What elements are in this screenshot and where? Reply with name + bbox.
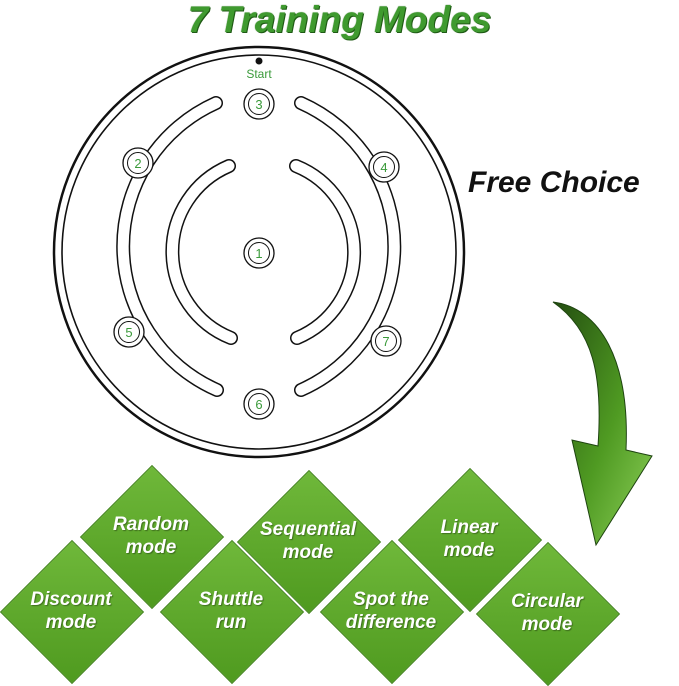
mode-random: Random mode <box>79 464 225 610</box>
mode-discount: Discount mode <box>0 539 145 685</box>
position-5-label: 5 <box>125 325 132 340</box>
mode-linear: Linear mode <box>397 467 543 613</box>
position-1: 1 <box>243 237 275 269</box>
mode-shuttle-run-label: Shuttle run <box>198 589 264 633</box>
mode-spot-the-difference-label: Spot the difference <box>345 589 437 633</box>
position-5: 5 <box>113 316 145 348</box>
mode-circular: Circular mode <box>475 541 621 686</box>
slot-outer-right-fill <box>295 97 400 396</box>
position-2-label: 2 <box>134 156 141 171</box>
mode-circular-label: Circular mode <box>511 591 583 635</box>
position-6-label: 6 <box>255 397 262 412</box>
mode-spot-the-difference: Spot the difference <box>319 539 465 685</box>
slot-inner-right-fill <box>290 160 360 344</box>
position-4-label: 4 <box>380 160 387 175</box>
position-3-label: 3 <box>255 97 262 112</box>
mode-discount-label: Discount mode <box>30 589 112 633</box>
mode-linear-label: Linear mode <box>440 517 498 561</box>
position-1-label: 1 <box>255 246 262 261</box>
arrow-shape <box>552 301 653 547</box>
mode-random-label: Random mode <box>113 514 189 558</box>
page-title: 7 Training Modes <box>187 0 492 40</box>
position-2: 2 <box>122 147 154 179</box>
slot-outer-left-fill <box>117 97 223 396</box>
position-7-label: 7 <box>382 334 389 349</box>
position-4: 4 <box>368 151 400 183</box>
position-7: 7 <box>370 325 402 357</box>
free-choice-label: Free Choice <box>468 166 640 199</box>
start-label: Start <box>246 67 272 81</box>
board-inner-ring <box>61 54 457 450</box>
mode-sequential: Sequential mode <box>236 469 382 615</box>
start-dot <box>255 57 263 65</box>
position-3: 3 <box>243 88 275 120</box>
mode-sequential-label: Sequential mode <box>259 519 357 563</box>
slot-inner-left-fill <box>166 160 237 344</box>
position-6: 6 <box>243 388 275 420</box>
mode-shuttle-run: Shuttle run <box>159 539 305 685</box>
